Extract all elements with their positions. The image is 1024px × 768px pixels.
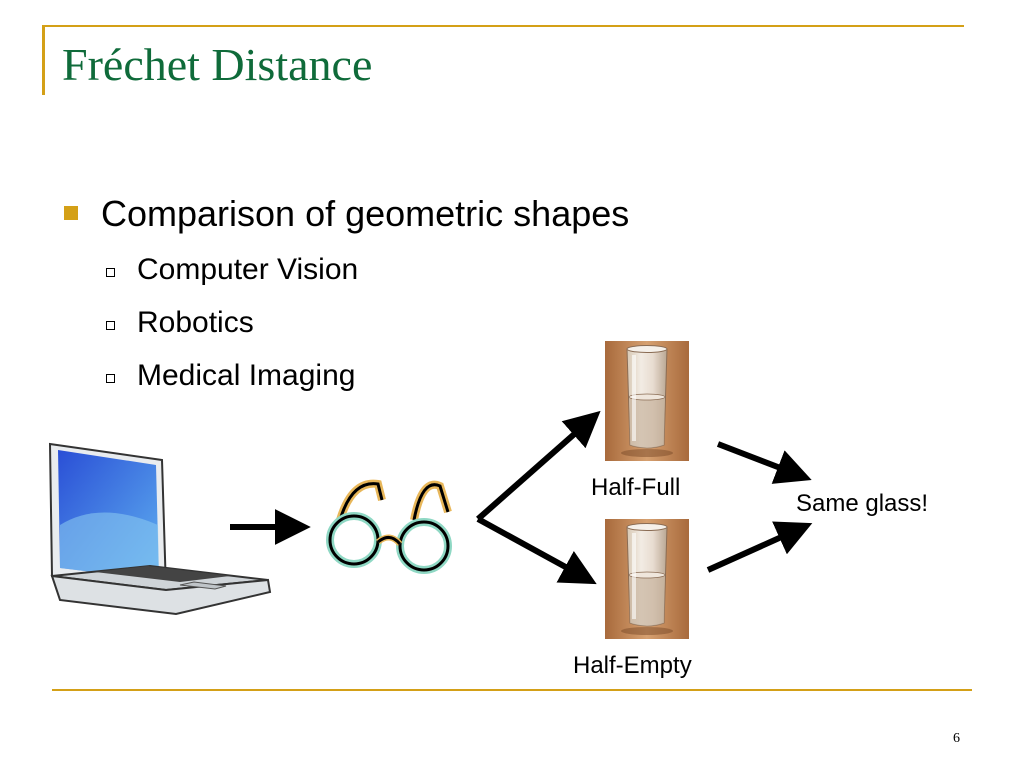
slide-title: Fréchet Distance xyxy=(62,39,373,90)
arrow-icon xyxy=(716,441,812,484)
slide-number: 6 xyxy=(953,731,960,746)
main-bullet-marker xyxy=(64,206,78,220)
sub-bullet-text: Computer Vision xyxy=(137,253,359,286)
arrow-icon xyxy=(476,516,597,585)
glass-of-water-image xyxy=(605,519,689,639)
laptop-icon xyxy=(48,442,272,616)
label-half-full: Half-Full xyxy=(591,474,681,501)
sub-bullet-marker xyxy=(106,321,115,330)
glass-of-water-image xyxy=(605,341,689,461)
eyeglasses-icon xyxy=(326,479,452,574)
accent-top-line xyxy=(42,25,964,27)
sub-bullet-marker xyxy=(106,268,115,277)
main-bullet-text: Comparison of geometric shapes xyxy=(101,193,630,234)
accent-vertical-line xyxy=(42,25,45,95)
arrow-icon xyxy=(476,410,601,522)
sub-bullet-text: Medical Imaging xyxy=(137,359,356,392)
label-half-empty: Half-Empty xyxy=(573,652,692,679)
sub-bullet-marker xyxy=(106,374,115,383)
sub-bullet-text: Robotics xyxy=(137,306,254,339)
label-same-glass: Same glass! xyxy=(796,490,929,517)
accent-bottom-line xyxy=(52,689,972,691)
arrow-icon xyxy=(706,521,813,573)
